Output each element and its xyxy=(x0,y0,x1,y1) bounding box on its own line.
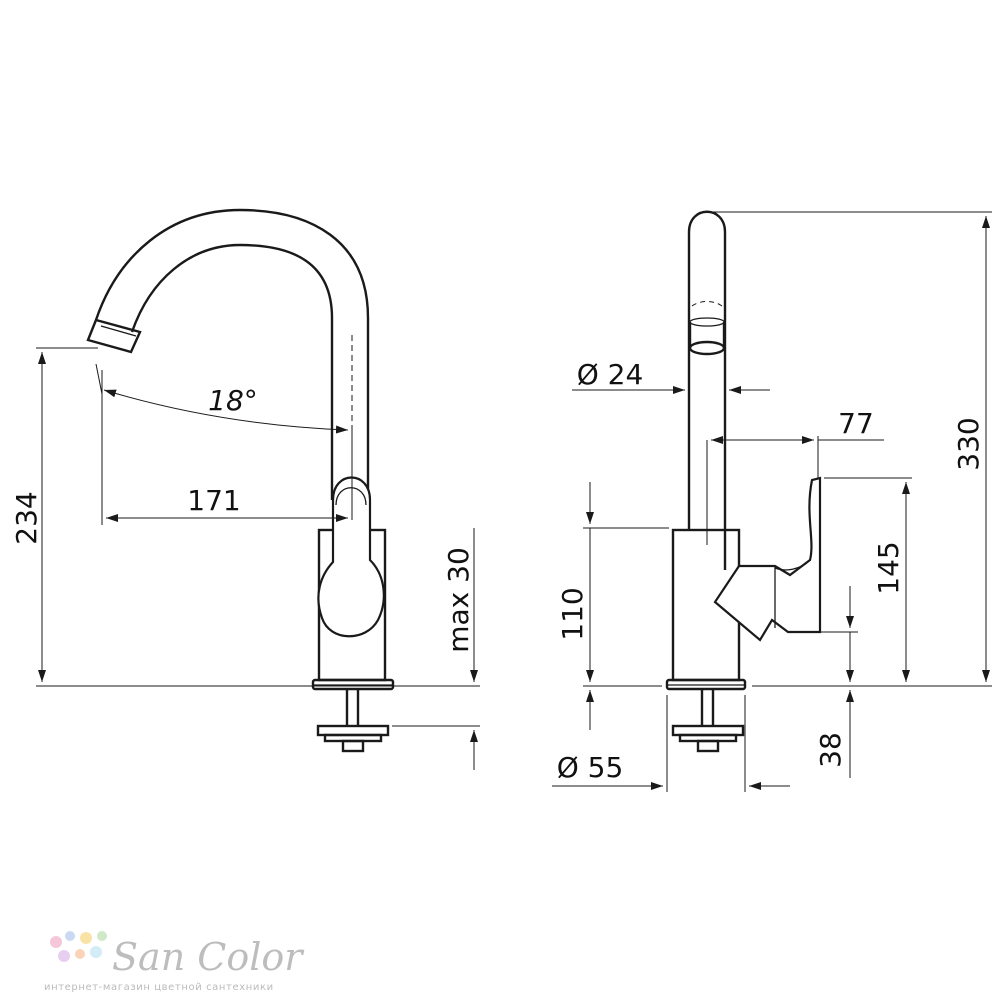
logo-dot xyxy=(80,932,92,944)
front-mounting-nut xyxy=(316,724,390,737)
logo-brand: San Color xyxy=(112,935,305,979)
logo-dot xyxy=(90,946,102,958)
dim-label-38: 38 xyxy=(814,732,847,768)
dim-label-234: 234 xyxy=(10,491,43,544)
dim-label-171: 171 xyxy=(187,484,240,517)
logo-dot xyxy=(97,931,107,941)
front-spout-inner xyxy=(130,243,334,500)
logo-tagline: интернет-магазин цветной сантехники xyxy=(44,982,274,993)
logo-dot xyxy=(75,949,85,959)
dim-label-max30: max 30 xyxy=(442,547,475,653)
logo-dots xyxy=(50,931,107,962)
side-mounting-nut xyxy=(671,724,745,737)
dim-label-330: 330 xyxy=(952,417,985,470)
side-view: Ø 24 77 145 330 110 Ø 55 38 xyxy=(552,210,992,792)
side-lever xyxy=(713,476,822,642)
dim-label-d24: Ø 24 xyxy=(577,358,644,391)
side-pipe xyxy=(687,210,727,570)
sancolor-logo: San Color интернет-магазин цветной санте… xyxy=(44,931,305,993)
dim-label-145: 145 xyxy=(872,541,905,594)
front-lever xyxy=(317,476,385,638)
dim-label-18: 18° xyxy=(208,384,258,417)
front-spout-outer xyxy=(94,208,370,500)
dim-label-110: 110 xyxy=(556,587,589,640)
logo-dot xyxy=(58,950,70,962)
logo-dot xyxy=(65,931,75,941)
front-aerator xyxy=(86,318,142,354)
side-aerator xyxy=(688,340,726,356)
logo-dot xyxy=(50,936,62,948)
front-view: 234 171 18° max 30 xyxy=(10,208,480,770)
dim-arc-18 xyxy=(103,389,349,434)
dim-label-77: 77 xyxy=(838,407,874,440)
dim-label-d55: Ø 55 xyxy=(557,751,624,784)
